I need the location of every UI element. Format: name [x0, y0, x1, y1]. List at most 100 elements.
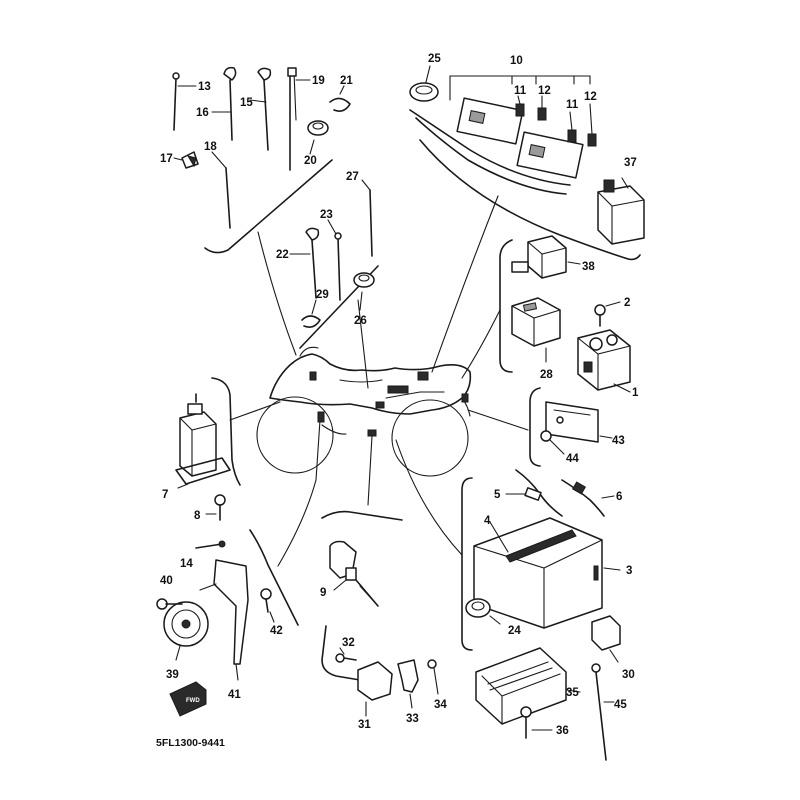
callout-22: 22 [276, 249, 289, 261]
part-39-horn [163, 601, 209, 661]
rear-wheel [391, 399, 469, 477]
callout-2: 2 [624, 297, 630, 309]
callout-45: 45 [614, 699, 627, 711]
part-5-battery-cable [505, 469, 563, 517]
part-9-switch [329, 540, 379, 607]
part-3-battery [473, 517, 621, 629]
part-45-cable-tie [591, 663, 615, 761]
part-12-connector [537, 95, 597, 147]
callout-42: 42 [270, 625, 283, 637]
callout-6: 6 [616, 491, 622, 503]
part-33-switch-bracket [397, 659, 419, 709]
part-37-relay [597, 177, 645, 245]
callout-25: 25 [428, 53, 441, 65]
part-44-bolt [540, 430, 565, 455]
callout-11-b: 11 [566, 99, 579, 111]
callout-13: 13 [198, 81, 211, 93]
callout-40: 40 [160, 575, 173, 587]
group-bracket-right-relays [499, 239, 513, 373]
part-15-cable-clip [249, 67, 272, 151]
leader-lines [229, 195, 529, 567]
callout-34: 34 [434, 699, 447, 711]
callout-38: 38 [582, 261, 595, 273]
part-11-connector [515, 95, 577, 143]
part-27-cable-tie [361, 179, 373, 257]
group-bracket-top-right [419, 139, 641, 261]
callout-41: 41 [228, 689, 241, 701]
part-18-cable-tie [211, 151, 231, 229]
callout-19: 19 [312, 75, 325, 87]
part-17-clamp [173, 151, 199, 169]
callout-36: 36 [556, 725, 569, 737]
callout-24: 24 [508, 625, 521, 637]
callout-labels: 1 2 3 4 5 6 7 8 9 10 11 11 12 12 13 14 1… [160, 53, 639, 737]
part-6-battery-cable [561, 479, 615, 517]
part-8-bolt [205, 494, 226, 521]
callout-33: 33 [406, 713, 419, 725]
part-41-bracket [199, 559, 249, 681]
group-bracket-top-left [204, 159, 333, 254]
group-bracket-left-bottom [249, 529, 299, 626]
callout-37: 37 [624, 157, 637, 169]
group-bracket-center-bottom [321, 510, 403, 521]
part-29-clip [301, 299, 321, 328]
part-38-relay [511, 235, 581, 279]
part-31-sidestand-switch [321, 625, 393, 717]
callout-3: 3 [626, 565, 632, 577]
callout-12-b: 12 [584, 91, 597, 103]
part-2-bolt [594, 301, 621, 327]
callout-15: 15 [240, 97, 253, 109]
callout-21: 21 [340, 75, 353, 87]
part-35-rectifier-regulator [475, 647, 581, 725]
part-28-relay [511, 297, 561, 363]
callout-35: 35 [566, 687, 579, 699]
part-10-wire-harness [409, 75, 591, 195]
callout-5: 5 [494, 489, 501, 501]
callout-7: 7 [162, 489, 168, 501]
part-14-wire [195, 540, 226, 549]
callout-8: 8 [194, 510, 201, 522]
part-34-bolt [427, 659, 439, 695]
part-36-bolt [520, 706, 553, 739]
part-22-cable-tie [289, 227, 320, 299]
callout-44: 44 [566, 453, 579, 465]
callout-4: 4 [484, 515, 491, 527]
part-32-bolt [335, 647, 357, 663]
callout-18: 18 [204, 141, 217, 153]
callout-11-a: 11 [514, 85, 527, 97]
group-bracket-right-plate [529, 387, 541, 467]
part-40-bolt [156, 598, 183, 610]
part-30-fuse [591, 615, 621, 663]
callout-12-a: 12 [538, 85, 551, 97]
part-26-grommet [353, 272, 375, 311]
diagram-code: 5FL1300-9441 [156, 737, 225, 749]
callout-23: 23 [320, 209, 333, 221]
callout-39: 39 [166, 669, 179, 681]
callout-32: 32 [342, 637, 355, 649]
forward-arrow-label: FWD [186, 698, 200, 704]
callout-10: 10 [510, 55, 523, 67]
part-21-clip [329, 85, 351, 112]
callout-17: 17 [160, 153, 173, 165]
callout-30: 30 [622, 669, 635, 681]
part-24-clamp [465, 598, 501, 625]
part-25-clamp [409, 65, 439, 102]
part-19-band [287, 67, 311, 171]
callout-26: 26 [354, 315, 367, 327]
part-42-bolt [260, 588, 275, 623]
callout-43: 43 [612, 435, 625, 447]
callout-1: 1 [632, 387, 639, 399]
part-23-cable-tie [327, 219, 342, 301]
part-7-main-switch [175, 393, 231, 489]
part-4-battery-band [489, 521, 577, 563]
callout-16: 16 [196, 107, 209, 119]
forward-arrow-icon: FWD [169, 681, 207, 717]
part-13-cable-tie [172, 72, 197, 131]
callout-27: 27 [346, 171, 359, 183]
part-20-grommet [307, 120, 329, 155]
part-43-plate [545, 401, 613, 443]
group-bracket-left-mid [211, 377, 241, 486]
part-16-cable-clip [211, 66, 237, 141]
callout-14: 14 [180, 558, 193, 570]
